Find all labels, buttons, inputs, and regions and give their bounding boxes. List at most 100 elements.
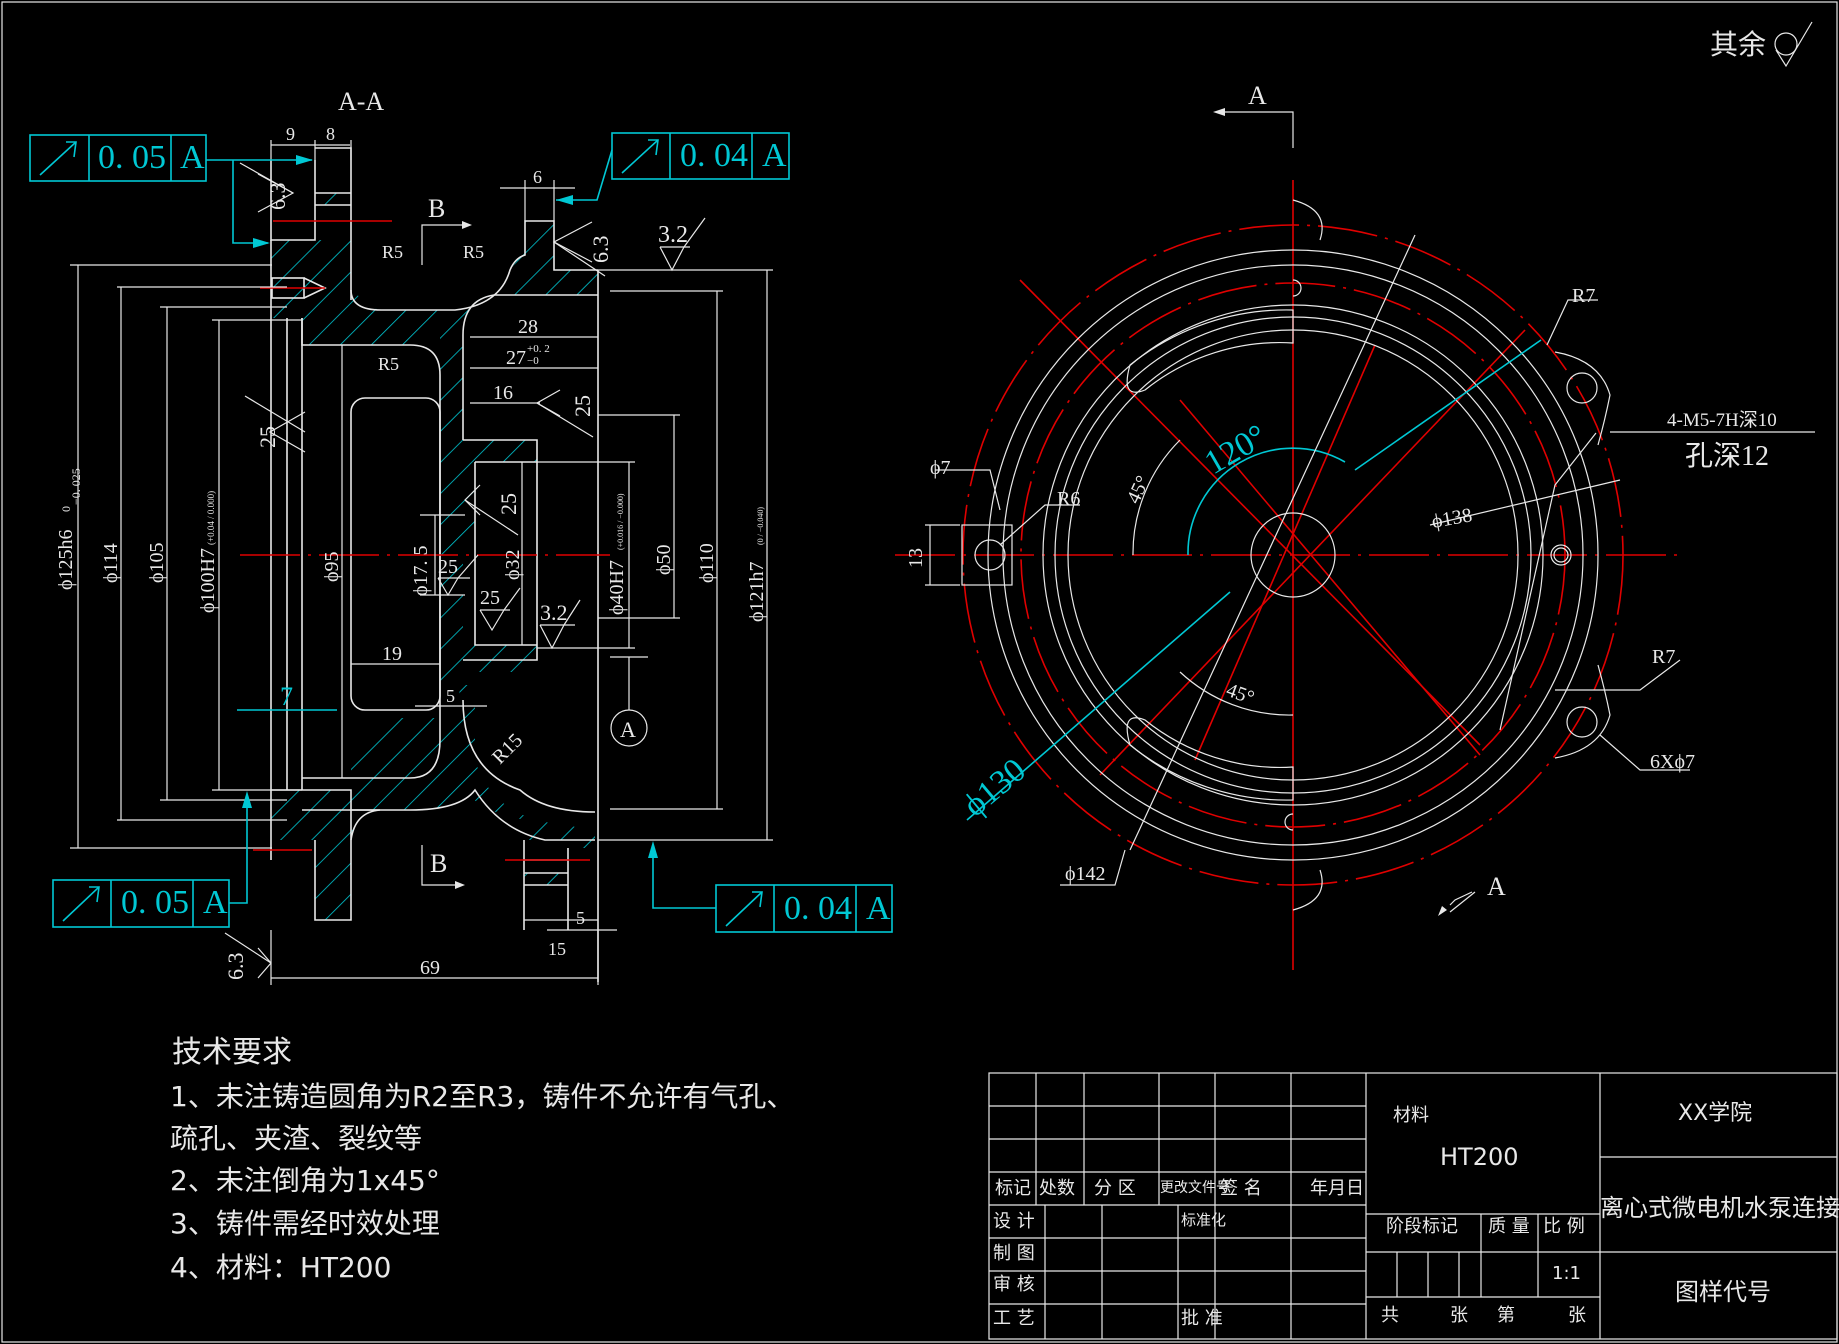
dim-holes-6x-phi7: 6Xϕ7	[1650, 751, 1695, 773]
thread-note-line2: 孔深12	[1685, 441, 1769, 472]
dim-phi125-tol-lower: −0. 025	[69, 468, 83, 505]
tb-material-label: 材料	[1393, 1105, 1429, 1126]
section-title: A-A	[338, 87, 384, 116]
dim-phi125: ϕ125h6	[55, 529, 77, 590]
dim-7: 7	[280, 682, 293, 711]
unmachined-surface-icon	[1774, 21, 1813, 68]
svg-text:A: A	[866, 890, 891, 927]
tb-role-check: 审 核	[993, 1274, 1035, 1295]
dim-15: 15	[548, 939, 566, 959]
center-bore	[1250, 512, 1336, 598]
arc-slot-upper	[1126, 309, 1294, 393]
dim-phi100-tol: (+0.04 / 0.000)	[206, 491, 216, 545]
svg-text:A: A	[620, 717, 636, 742]
dim-19: 19	[382, 643, 402, 665]
dim-6: 6	[533, 167, 542, 187]
section-outline	[270, 147, 599, 982]
title-block: 标记 处数 分 区 更改文件号 签 名 年月日 设 计 制 图 审 核 工 艺 …	[988, 1072, 1839, 1340]
gdt-frame-top-left: 0. 05 A	[29, 134, 313, 248]
dim-phi105: ϕ105	[146, 542, 168, 583]
dim-9: 9	[286, 124, 295, 144]
tb-school: XX学院	[1678, 1101, 1752, 1126]
dim-phi121: ϕ121h7	[746, 561, 768, 622]
dim-r15: R15	[488, 729, 527, 768]
tb-scale-label: 比 例	[1543, 1216, 1585, 1237]
tb-sheet-unit: 张	[1568, 1305, 1586, 1326]
svg-text:25: 25	[480, 587, 500, 609]
tech-requirements: 技术要求 1、未注铸造圆角为R2至R3，铸件不允许有气孔、 疏孔、夹渣、裂纹等 …	[170, 1035, 794, 1284]
section-mark-b-bottom: B	[421, 845, 465, 889]
circular-runout-icon	[39, 141, 77, 176]
tech-requirement-line: 3、铸件需经时效处理	[170, 1207, 440, 1240]
svg-text:A: A	[1487, 872, 1506, 901]
svg-text:0. 05: 0. 05	[98, 139, 166, 176]
dim-phi138: ϕ138	[1430, 504, 1474, 533]
svg-text:25: 25	[438, 556, 458, 578]
dim-16: 16	[493, 382, 513, 404]
linear-dimensions	[270, 140, 617, 985]
diameter-dimensions	[70, 264, 773, 849]
dim-28: 28	[518, 316, 538, 338]
svg-text:25: 25	[496, 493, 521, 515]
dim-8: 8	[326, 124, 335, 144]
svg-text:25: 25	[570, 395, 595, 417]
tb-role-draw: 制 图	[993, 1243, 1035, 1264]
svg-text:A: A	[762, 137, 787, 174]
svg-text:6.3: 6.3	[223, 953, 248, 981]
tech-requirement-line: 2、未注倒角为1x45°	[170, 1164, 440, 1197]
circular-runout-icon	[62, 886, 100, 922]
dim-5-a: 5	[446, 686, 455, 706]
tb-drawing-code: 图样代号	[1675, 1278, 1771, 1306]
tb-header-mark: 标记	[995, 1178, 1031, 1199]
tech-requirement-line: 4、材料：HT200	[170, 1251, 391, 1284]
svg-text:0. 04: 0. 04	[784, 890, 852, 927]
dim-r5-c: R5	[378, 354, 399, 374]
tb-sheet-total: 共	[1381, 1305, 1399, 1326]
dim-27-tol-upper: +0. 2	[527, 343, 550, 355]
roughness-symbols: 6.3 6.3 3.2 25 25 25 25 25 3.2 6.3	[223, 162, 706, 981]
svg-text:A: A	[180, 139, 205, 176]
tech-requirement-line: 疏孔、夹渣、裂纹等	[170, 1122, 422, 1155]
svg-text:6.3: 6.3	[265, 183, 290, 211]
dim-phi125-tol-upper: 0	[59, 506, 73, 512]
general-roughness-label: 其余	[1710, 29, 1766, 61]
svg-text:B: B	[428, 194, 445, 223]
dim-phi100: ϕ100H7	[197, 548, 219, 613]
circular-runout-icon	[725, 891, 763, 927]
thread-note-line1: 4-M5-7H深10	[1667, 409, 1777, 431]
section-mark-b-top: B	[421, 194, 472, 265]
dim-r6: R6	[1057, 488, 1080, 510]
dim-phi95: ϕ95	[321, 551, 343, 582]
end-view: A A R7 R7 R6 ϕ7 13 ϕ138 ϕ130 ϕ142 120° 4…	[895, 81, 1815, 970]
svg-text:0. 04: 0. 04	[680, 137, 748, 174]
tb-header-count: 处数	[1039, 1178, 1075, 1199]
circular-runout-icon	[621, 139, 659, 174]
dim-phi17-5: ϕ17. 5	[410, 545, 432, 596]
section-mark-a-bottom: A	[1438, 872, 1506, 916]
dim-phi50: ϕ50	[653, 544, 675, 575]
dim-r7-top: R7	[1572, 285, 1595, 307]
tb-scale-value: 1:1	[1552, 1263, 1581, 1284]
section-view-a-a: A-A	[29, 87, 893, 985]
arc-slot-lower	[1126, 717, 1294, 801]
dim-27-tol-lower: −0	[527, 355, 539, 367]
tb-role-design: 设 计	[993, 1211, 1035, 1232]
dim-phi130: ϕ130	[956, 751, 1033, 824]
tb-header-change-doc: 更改文件号	[1160, 1180, 1230, 1196]
dim-phi110: ϕ110	[696, 543, 718, 583]
general-roughness-note: 其余	[1710, 21, 1813, 68]
svg-text:3.2: 3.2	[540, 600, 568, 625]
svg-text:0. 05: 0. 05	[121, 884, 189, 921]
svg-text:6.3: 6.3	[588, 236, 613, 264]
dim-r5-b: R5	[463, 242, 484, 262]
dim-phi114: ϕ114	[100, 543, 122, 583]
svg-text:A: A	[1248, 81, 1267, 110]
tb-header-zone: 分 区	[1094, 1178, 1136, 1199]
dim-13: 13	[905, 548, 927, 568]
dim-r5-a: R5	[382, 242, 403, 262]
gdt-frame-bottom-left: 0. 05 A	[52, 791, 252, 928]
dim-phi32: ϕ32	[502, 549, 524, 580]
tb-header-signature: 签 名	[1220, 1178, 1262, 1199]
dim-27: 27	[506, 347, 526, 369]
